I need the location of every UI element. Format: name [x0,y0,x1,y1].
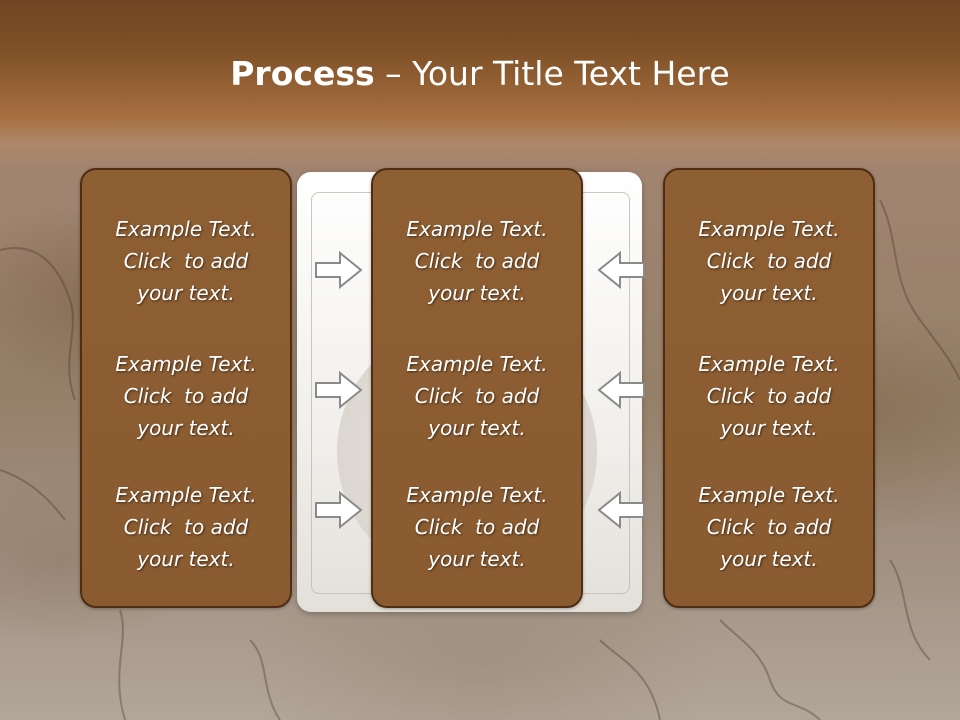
text-line: Click to add [706,249,832,273]
text-line: your text. [428,547,526,571]
text-line: your text. [137,281,235,305]
right-arrow-icon [315,490,363,530]
text-line: your text. [720,547,818,571]
text-line: Example Text. [698,217,840,241]
text-item[interactable]: Example Text. Click to add your text. [665,479,873,575]
text-line: your text. [428,281,526,305]
slide-title[interactable]: Process – Your Title Text Here [0,52,960,96]
text-item[interactable]: Example Text. Click to add your text. [82,213,290,309]
text-line: Click to add [123,515,249,539]
text-item[interactable]: Example Text. Click to add your text. [373,348,581,444]
text-line: Example Text. [406,352,548,376]
text-line: Click to add [414,249,540,273]
text-line: Example Text. [406,217,548,241]
text-box-middle[interactable]: Example Text. Click to add your text. Ex… [371,168,583,608]
left-arrow-icon [597,370,645,410]
text-line: Example Text. [698,352,840,376]
text-box-left[interactable]: Example Text. Click to add your text. Ex… [80,168,292,608]
left-arrow-icon [597,250,645,290]
text-item[interactable]: Example Text. Click to add your text. [373,213,581,309]
text-item[interactable]: Example Text. Click to add your text. [665,213,873,309]
left-arrow-icon [597,490,645,530]
text-line: Example Text. [406,483,548,507]
text-box-right[interactable]: Example Text. Click to add your text. Ex… [663,168,875,608]
text-line: your text. [720,416,818,440]
text-item[interactable]: Example Text. Click to add your text. [82,348,290,444]
text-line: Click to add [414,384,540,408]
text-line: Click to add [123,249,249,273]
text-line: Click to add [123,384,249,408]
text-item[interactable]: Example Text. Click to add your text. [665,348,873,444]
text-line: your text. [137,416,235,440]
text-line: Example Text. [115,352,257,376]
text-line: Click to add [706,515,832,539]
text-line: your text. [720,281,818,305]
text-line: your text. [137,547,235,571]
text-line: Example Text. [698,483,840,507]
text-item[interactable]: Example Text. Click to add your text. [373,479,581,575]
title-rest: – Your Title Text Here [374,54,730,93]
title-band [0,0,960,170]
text-line: Example Text. [115,217,257,241]
right-arrow-icon [315,250,363,290]
text-line: Example Text. [115,483,257,507]
text-line: Click to add [706,384,832,408]
right-arrow-icon [315,370,363,410]
title-bold: Process [230,54,375,93]
text-item[interactable]: Example Text. Click to add your text. [82,479,290,575]
text-line: your text. [428,416,526,440]
text-line: Click to add [414,515,540,539]
